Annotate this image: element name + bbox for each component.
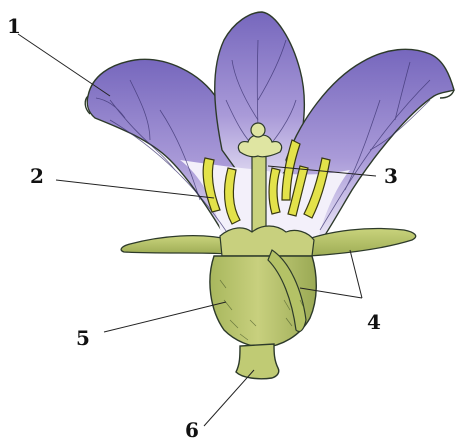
label-2: 2 [30, 166, 44, 186]
stigma-tip [251, 123, 265, 137]
label-3: 3 [384, 166, 398, 186]
pedicel-body [236, 344, 279, 379]
sepal-base [220, 226, 314, 256]
leader-4a [350, 250, 362, 298]
leader-6 [204, 370, 254, 426]
receptacle [210, 250, 316, 348]
label-6: 6 [185, 420, 199, 440]
sepal-left [121, 236, 232, 254]
label-1: 1 [7, 16, 21, 36]
sepals [121, 226, 416, 256]
label-5: 5 [76, 328, 90, 348]
pedicel [236, 344, 279, 379]
petals [85, 12, 454, 248]
style [252, 152, 266, 232]
leader-1 [18, 34, 110, 96]
label-4: 4 [367, 312, 381, 332]
leader-5 [104, 302, 226, 332]
